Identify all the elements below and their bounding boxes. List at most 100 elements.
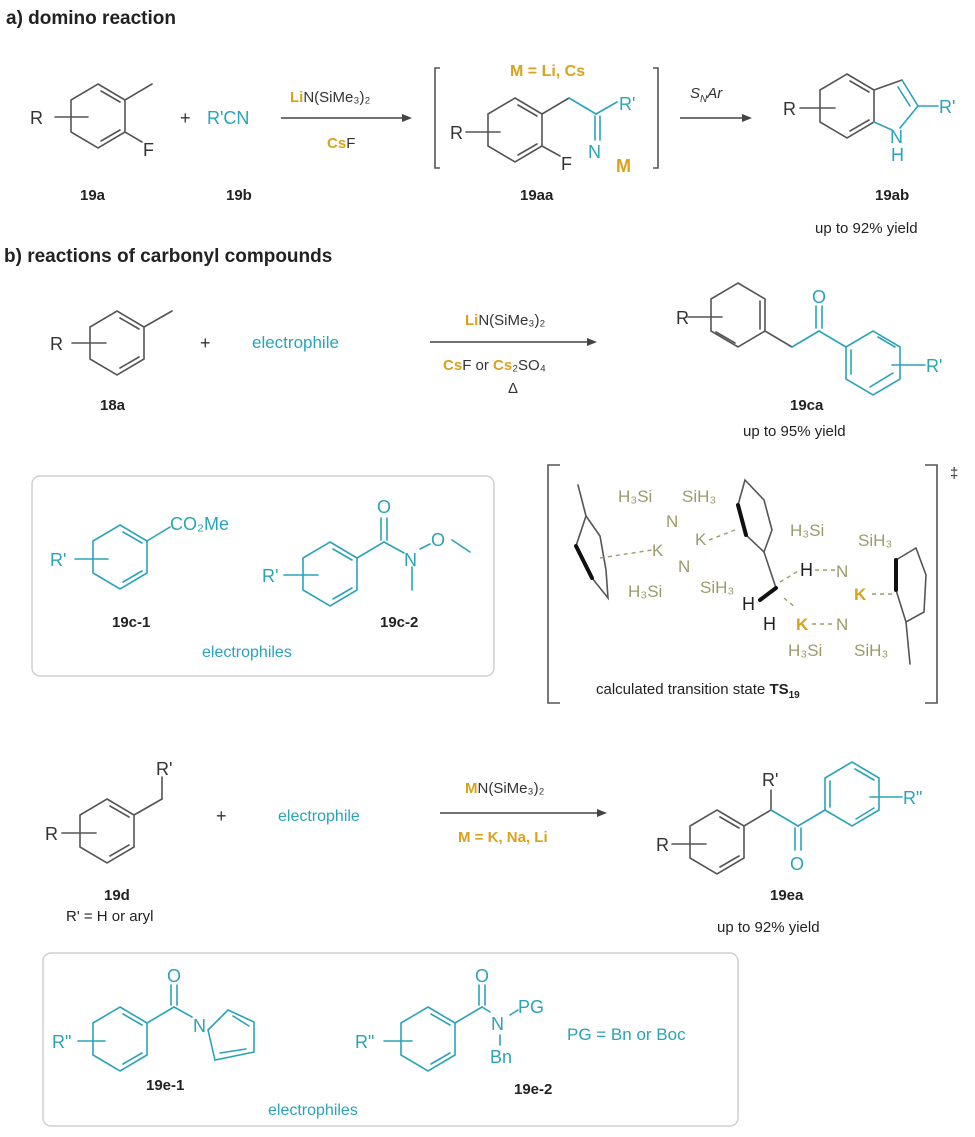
r-double-prime-label: R" xyxy=(52,1032,71,1052)
h-label: H xyxy=(800,560,813,580)
o-label: O xyxy=(475,966,489,986)
r-prime-label: R' xyxy=(262,566,278,586)
n-label: N xyxy=(193,1016,206,1036)
pg-note: PG = Bn or Boc xyxy=(567,1025,686,1044)
compound-19e-2: R" O N PG Bn PG = Bn or Boc xyxy=(355,966,686,1072)
h-label: H xyxy=(742,594,755,614)
r-label: R xyxy=(45,824,58,844)
h-label: H xyxy=(891,145,904,165)
r-prime-note: R' = H or aryl xyxy=(66,908,153,925)
plus-sign: + xyxy=(200,333,211,353)
h-label: H xyxy=(763,614,776,634)
compound-id-19aa: 19aa xyxy=(520,187,554,204)
yield-19ab: up to 92% yield xyxy=(815,220,918,237)
reagent-below: CsF or Cs₂SO₄ xyxy=(443,357,546,374)
r-label: R xyxy=(676,308,689,328)
o-label: O xyxy=(377,497,391,517)
ester-group: CO₂Me xyxy=(170,514,229,534)
r-label: R xyxy=(50,334,63,354)
h3si-label: H₃Si xyxy=(628,582,662,601)
h3si-label: H₃Si xyxy=(618,487,652,506)
reagent-above: LiN(SiMe₃)₂ xyxy=(290,89,370,106)
compound-19e-1: R" O N xyxy=(52,966,255,1072)
r-prime-label: R' xyxy=(939,97,955,117)
compound-id-19ca: 19ca xyxy=(790,397,824,414)
sih3-label: SiH₃ xyxy=(858,531,892,550)
compound-19a: R F xyxy=(30,83,154,160)
compound-19ea: R R' O R" xyxy=(656,761,922,875)
r-label: R xyxy=(450,123,463,143)
k-label-highlight: K xyxy=(854,585,867,604)
k-label-highlight: K xyxy=(796,615,809,634)
r-prime-label: R' xyxy=(156,759,172,779)
r-label: R xyxy=(656,835,669,855)
n-label: N xyxy=(588,142,601,162)
yield-19ea: up to 92% yield xyxy=(717,919,820,936)
heading-a: a) domino reaction xyxy=(6,8,176,29)
f-label: F xyxy=(561,154,572,174)
reagent-above: MN(SiMe₃)₂ xyxy=(465,780,545,797)
arrowhead-icon xyxy=(587,338,597,346)
sih3-label: SiH₃ xyxy=(700,578,734,597)
bracket-right xyxy=(653,67,659,169)
r-double-prime-label: R" xyxy=(355,1032,374,1052)
plus-sign: + xyxy=(180,108,191,128)
f-label: F xyxy=(143,140,154,160)
r-prime-label: R' xyxy=(50,550,66,570)
r-double-prime-label: R" xyxy=(903,788,922,808)
compound-id-19ab: 19ab xyxy=(875,187,909,204)
bracket-left xyxy=(547,464,560,704)
n-label: N xyxy=(836,615,848,634)
ts-caption: calculated transition state TS19 xyxy=(596,681,800,701)
nitrile-reactant: R'CN xyxy=(207,108,249,128)
r-label: R xyxy=(783,99,796,119)
yield-19ca: up to 95% yield xyxy=(743,423,846,440)
transition-state-ts19: ‡ H₃Si SiH₃ N K K N H₃Si SiH₃ H H H H₃Si… xyxy=(547,464,958,704)
sih3-label: SiH₃ xyxy=(682,487,716,506)
k-label: K xyxy=(695,530,707,549)
reagent-below: CsF xyxy=(327,135,355,152)
compound-18a: R xyxy=(50,310,173,376)
electrophile-label: electrophile xyxy=(278,808,360,825)
k-label: K xyxy=(652,541,664,560)
dagger-symbol: ‡ xyxy=(950,465,958,482)
compound-19ab: R R' N H xyxy=(783,73,955,165)
n-label: N xyxy=(666,512,678,531)
bn-label: Bn xyxy=(490,1047,512,1067)
reagent-below: M = K, Na, Li xyxy=(458,829,548,846)
o-label: O xyxy=(790,854,804,874)
r-prime-label: R' xyxy=(762,770,778,790)
compound-19ca: R O R' xyxy=(676,282,942,396)
r-prime-label: R' xyxy=(926,356,942,376)
heading-b: b) reactions of carbonyl compounds xyxy=(4,246,332,267)
bracket-right xyxy=(925,464,938,704)
compound-19aa: R R' F N M xyxy=(450,94,635,176)
electrophiles-caption: electrophiles xyxy=(268,1102,358,1119)
metal-note: M = Li, Cs xyxy=(510,63,585,80)
n-label: N xyxy=(890,127,903,147)
heat-symbol: Δ xyxy=(508,380,518,397)
compound-19c-2: R' O N O xyxy=(262,497,471,607)
r-label: R xyxy=(30,108,43,128)
electrophiles-box-1 xyxy=(31,475,495,677)
compound-19d: R R' xyxy=(45,759,172,864)
compound-id-18a: 18a xyxy=(100,397,126,414)
bracket-left xyxy=(434,67,440,169)
o-label: O xyxy=(812,287,826,307)
compound-19c-1: R' CO₂Me xyxy=(50,514,229,590)
arrowhead-icon xyxy=(402,114,412,122)
compound-id-19a: 19a xyxy=(80,187,106,204)
o-label: O xyxy=(167,966,181,986)
h3si-label: H₃Si xyxy=(788,641,822,660)
n-label: N xyxy=(836,562,848,581)
m-label: M xyxy=(616,156,631,176)
reagent-above: LiN(SiMe₃)₂ xyxy=(465,312,545,329)
arrowhead-icon xyxy=(742,114,752,122)
sih3-label: SiH₃ xyxy=(854,641,888,660)
compound-id-19ea: 19ea xyxy=(770,887,804,904)
electrophiles-box-2 xyxy=(42,952,739,1127)
pg-label: PG xyxy=(518,997,544,1017)
n-label: N xyxy=(491,1014,504,1034)
compound-id-19c-1: 19c-1 xyxy=(112,614,150,631)
